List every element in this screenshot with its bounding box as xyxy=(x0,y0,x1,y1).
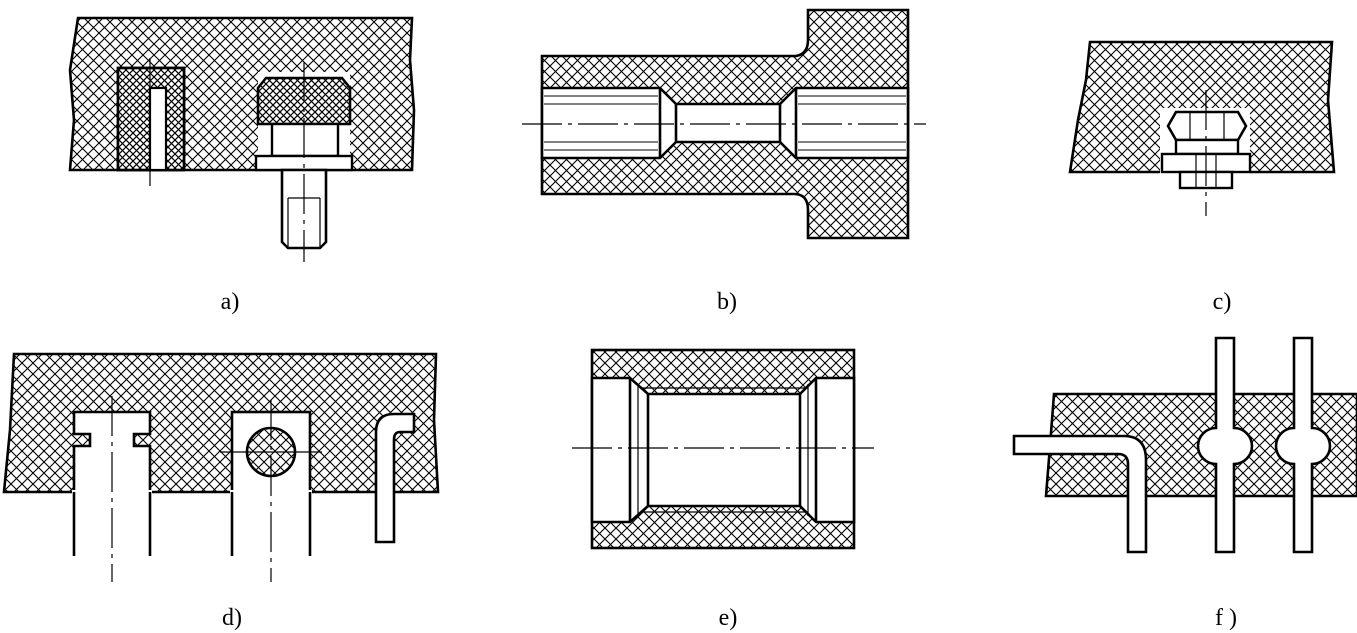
caption-d: d) xyxy=(222,605,242,631)
panel-f: f ) xyxy=(1012,336,1357,631)
panel-d-body xyxy=(2,352,440,494)
panel-c: c) xyxy=(1068,40,1336,315)
caption-f: f ) xyxy=(1215,605,1237,631)
panel-b-threads xyxy=(544,95,906,151)
panel-b: b) xyxy=(522,8,926,315)
caption-e: e) xyxy=(719,605,738,631)
panel-f-ball-rod-2 xyxy=(1274,336,1332,554)
caption-c: c) xyxy=(1213,289,1232,315)
panel-d: d) xyxy=(2,352,440,631)
caption-b: b) xyxy=(717,289,737,315)
panel-f-ball-rod-1 xyxy=(1196,336,1254,554)
panel-d-bent-rod xyxy=(374,412,416,544)
panel-c-washer xyxy=(1174,138,1240,156)
caption-a: a) xyxy=(221,289,240,315)
panel-a: a) xyxy=(68,16,416,315)
panel-e: e) xyxy=(572,348,874,631)
panel-c-hex-nut xyxy=(1166,110,1248,142)
panel-f-l-rod xyxy=(1012,434,1148,554)
